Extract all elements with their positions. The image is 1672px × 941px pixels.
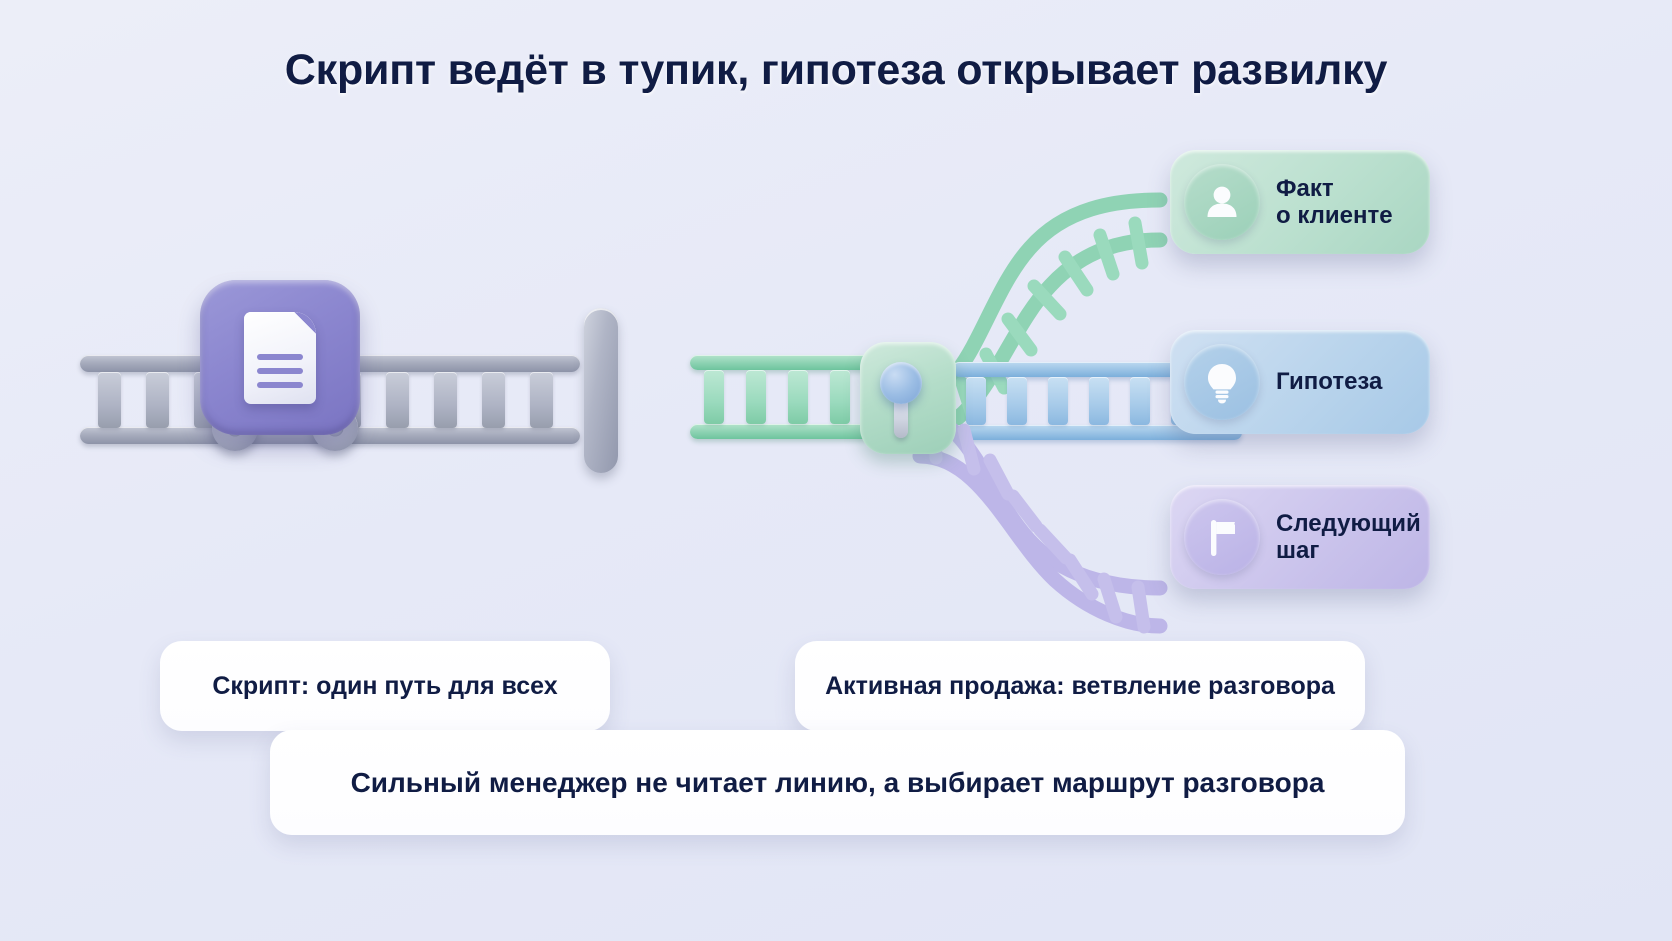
blue-rail-top [952,362,1242,377]
incoming-green-track [690,355,870,439]
blue-tie [966,377,986,425]
train-car-script [200,280,360,435]
gray-tie [146,372,169,428]
gray-tie [434,372,457,428]
document-line [257,353,303,360]
caption-active-sale: Активная продажа: ветвление разговора [795,641,1365,731]
switch-lever-knob[interactable] [880,362,922,404]
branch-card-label-line1: Факт [1276,174,1334,202]
green-rail-top [690,355,870,370]
gray-tie [98,372,121,428]
purple-branch-curve [912,408,1168,634]
branch-card-fact[interactable]: Факт о клиенте [1170,150,1430,254]
buffer-stop [584,308,618,473]
green-rail-bottom [690,424,870,439]
gray-tie [530,372,553,428]
lightbulb-icon [1184,344,1260,420]
branch-card-label-line2: шаг [1276,537,1320,564]
document-line [257,367,303,374]
branch-card-label: Факт о клиенте [1276,175,1393,230]
blue-tie [1089,377,1109,425]
branch-card-label: Следующий шаг [1276,510,1421,565]
green-tie [704,370,724,424]
blue-tie [1048,377,1068,425]
blue-tie [1007,377,1027,425]
right-panel-branching: Факт о клиенте Гипотеза [690,130,1640,634]
blue-rail-bottom [952,425,1242,440]
branch-card-label-line1: Гипотеза [1276,368,1383,396]
document-line [257,381,303,388]
branch-card-label-line1: Следующий [1276,509,1421,537]
branch-card-hypothesis[interactable]: Гипотеза [1170,330,1430,434]
page-title: Скрипт ведёт в тупик, гипотеза открывает… [284,46,1388,94]
caption-script: Скрипт: один путь для всех [160,641,610,731]
branch-card-next-step[interactable]: Следующий шаг [1170,485,1430,589]
green-tie [830,370,850,424]
green-tie [788,370,808,424]
branch-card-label: Гипотеза [1276,368,1382,395]
person-icon [1184,164,1260,240]
green-tie [746,370,766,424]
footer-statement: Сильный менеджер не читает линию, а выби… [270,730,1405,835]
left-panel-script [60,150,700,580]
gray-tie [482,372,505,428]
blue-tie [1130,377,1150,425]
branch-card-label-line2: о клиенте [1276,202,1393,229]
gray-tie [386,372,409,428]
flag-icon [1184,499,1260,575]
document-icon [244,311,316,404]
